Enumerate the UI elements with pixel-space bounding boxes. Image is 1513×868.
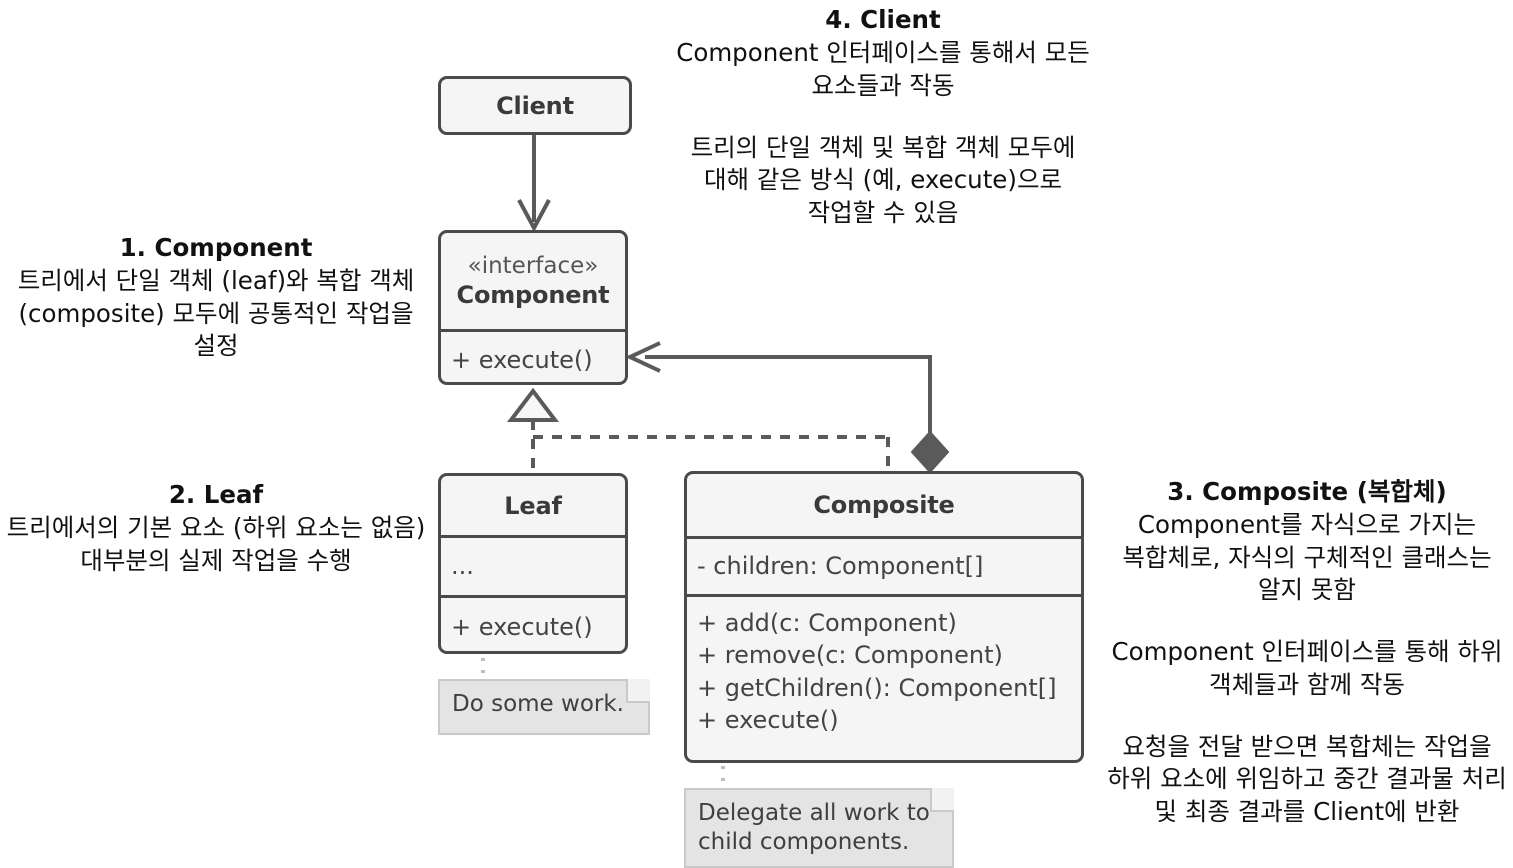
annotation-line: 하위 요소에 위임하고 중간 결과물 처리 — [1107, 764, 1507, 794]
class-operations-composite: + add(c: Component) + remove(c: Componen… — [687, 594, 1081, 747]
edge-composite-aggregation-to-component — [625, 341, 950, 474]
annotation-line: Component 인터페이스를 통해 하위 — [1111, 637, 1503, 667]
note-leaf: Do some work. — [438, 679, 650, 735]
annotation-heading: 1. Component — [119, 233, 313, 262]
operation-item: + remove(c: Component) — [697, 641, 1003, 670]
annotation-paragraph: Component 인터페이스를 통해 하위 객체들과 함께 작동 — [1104, 636, 1510, 701]
note-composite: Delegate all work to child components. — [684, 788, 954, 868]
class-operations-leaf: + execute() — [441, 595, 625, 651]
class-box-composite[interactable]: Composite - children: Component[] + add(… — [684, 471, 1084, 763]
class-stereotype-component: «interface» — [467, 253, 599, 279]
annotation-client: 4. Client Component 인터페이스를 통해서 모든 요소들과 작… — [663, 4, 1103, 229]
annotation-line: (composite) 모두에 공통적인 작업을 — [18, 298, 414, 328]
note-fold-icon — [626, 679, 650, 703]
class-header-component: «interface» Component — [441, 233, 625, 329]
annotation-line: 알지 못함 — [1258, 574, 1356, 604]
annotation-line: 트리에서 단일 객체 (leaf)와 복합 객체 — [17, 266, 415, 296]
note-fold-icon — [930, 788, 954, 812]
class-name-composite: Composite — [813, 491, 955, 519]
annotation-line: Component를 자식으로 가지는 — [1137, 510, 1477, 540]
note-leaf-text: Do some work. — [452, 691, 624, 717]
annotation-composite: 3. Composite (복합체) Component를 자식으로 가지는 복… — [1104, 476, 1510, 828]
class-attributes-composite: - children: Component[] — [687, 536, 1081, 594]
annotation-paragraph: 트리에서 단일 객체 (leaf)와 복합 객체 (composite) 모두에… — [4, 265, 428, 362]
annotation-line: 트리의 단일 객체 및 복합 객체 모두에 — [690, 132, 1076, 162]
annotation-line: 복합체로, 자식의 구체적인 클래스는 — [1122, 542, 1492, 572]
class-box-leaf[interactable]: Leaf ... + execute() — [438, 473, 628, 654]
note-composite-line1: Delegate all work to — [698, 800, 930, 826]
class-box-client[interactable]: Client — [438, 76, 632, 135]
operation-item: + add(c: Component) — [697, 609, 957, 637]
attribute-item: - children: Component[] — [697, 552, 984, 581]
class-name-leaf: Leaf — [504, 491, 562, 520]
class-attributes-leaf: ... — [441, 535, 625, 595]
annotation-line: 요소들과 작동 — [811, 70, 955, 100]
attribute-item: ... — [451, 552, 474, 581]
annotation-leaf: 2. Leaf 트리에서의 기본 요소 (하위 요소는 없음) 대부분의 실제 … — [4, 479, 428, 577]
annotation-line: 객체들과 함께 작동 — [1209, 669, 1405, 699]
annotation-heading: 4. Client — [825, 5, 941, 34]
annotation-paragraph: 트리에서의 기본 요소 (하위 요소는 없음) 대부분의 실제 작업을 수행 — [4, 512, 428, 577]
annotation-line: 요청을 전달 받으면 복합체는 작업을 — [1122, 731, 1492, 761]
annotation-heading: 3. Composite (복합체) — [1167, 477, 1447, 506]
class-box-component[interactable]: «interface» Component + execute() — [438, 230, 628, 385]
operation-item: + execute() — [697, 706, 839, 735]
note-composite-line2: child components. — [698, 828, 910, 855]
class-header-client: Client — [441, 79, 629, 132]
edge-realization-to-component — [506, 387, 890, 473]
edge-client-to-component — [517, 135, 551, 233]
annotation-paragraph: 요청을 전달 받으면 복합체는 작업을 하위 요소에 위임하고 중간 결과물 처… — [1104, 731, 1510, 828]
annotation-line: 대해 같은 방식 (예, execute)으로 — [703, 165, 1063, 195]
annotation-line: 트리에서의 기본 요소 (하위 요소는 없음) — [6, 513, 426, 543]
class-operations-component: + execute() — [441, 329, 625, 382]
class-header-leaf: Leaf — [441, 476, 625, 535]
annotation-line: 대부분의 실제 작업을 수행 — [80, 545, 352, 575]
operation-item: + execute() — [451, 613, 593, 642]
annotation-line: 작업할 수 있음 — [807, 197, 959, 227]
class-name-component: Component — [456, 281, 610, 309]
annotation-heading: 2. Leaf — [168, 480, 264, 509]
annotation-line: Component 인터페이스를 통해서 모든 — [676, 38, 1090, 68]
annotation-paragraph: 트리의 단일 객체 및 복합 객체 모두에 대해 같은 방식 (예, execu… — [663, 132, 1103, 229]
operation-item: + getChildren(): Component[] — [697, 673, 1057, 702]
annotation-component: 1. Component 트리에서 단일 객체 (leaf)와 복합 객체 (c… — [4, 232, 428, 362]
operation-item: + execute() — [451, 345, 593, 374]
class-header-composite: Composite — [687, 474, 1081, 536]
annotation-paragraph: Component를 자식으로 가지는 복합체로, 자식의 구체적인 클래스는 … — [1104, 509, 1510, 606]
annotation-line: 및 최종 결과를 Client에 반환 — [1154, 796, 1460, 826]
annotation-paragraph: Component 인터페이스를 통해서 모든 요소들과 작동 — [663, 37, 1103, 102]
annotation-line: 설정 — [193, 330, 239, 360]
class-name-client: Client — [496, 91, 574, 120]
